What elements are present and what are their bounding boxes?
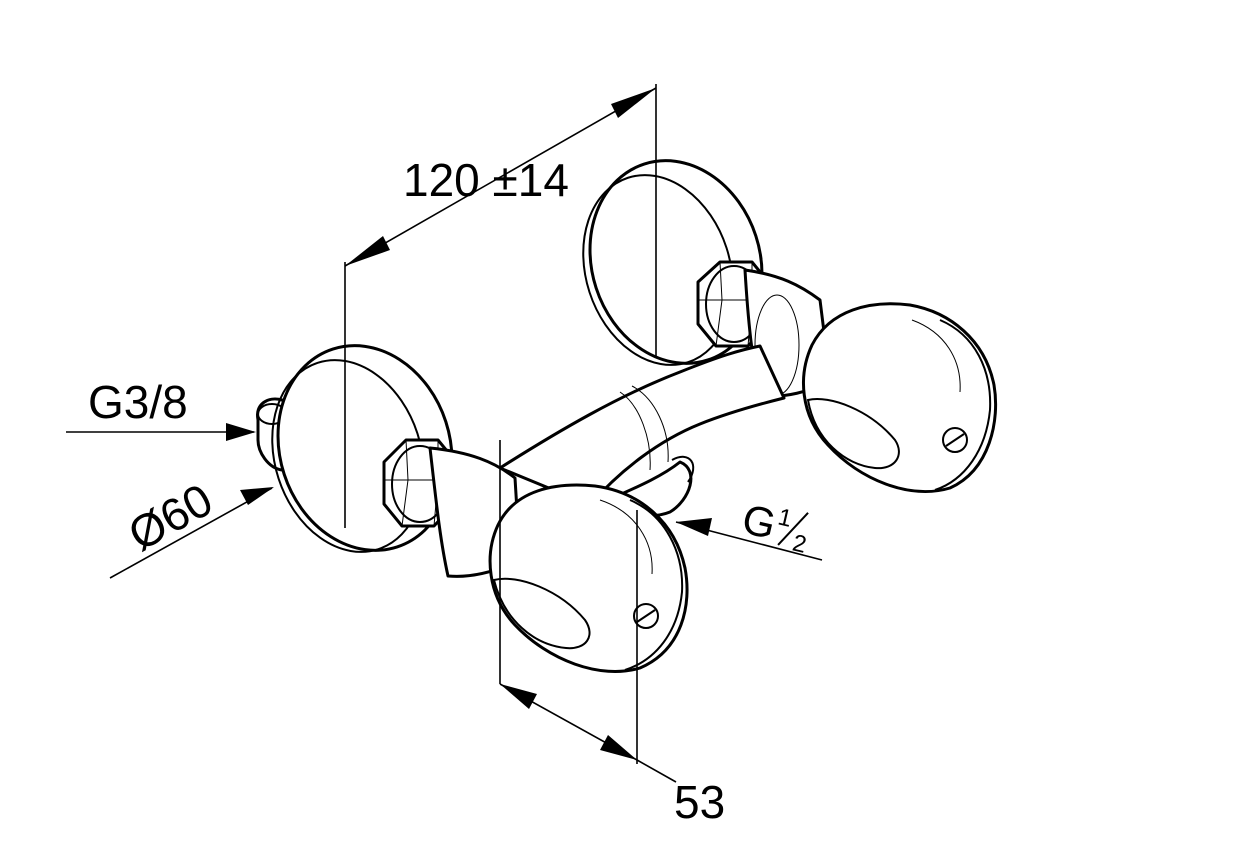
arrow-53-right xyxy=(600,735,637,760)
arrow-g38 xyxy=(226,423,256,441)
label-center-distance: 120 ±14 xyxy=(403,154,569,206)
dim-line-120 xyxy=(344,87,657,267)
arrow-120-left xyxy=(345,236,390,266)
label-inlet-thread: G3/8 xyxy=(88,376,188,428)
left-screw xyxy=(633,603,659,629)
label-rosette-diameter: Ø60 xyxy=(120,473,221,561)
dim-depth: 53 xyxy=(499,440,725,828)
left-valve xyxy=(256,344,689,673)
dim-inlet-thread: G3/8 xyxy=(66,376,256,441)
dim-center-distance: 120 ±14 xyxy=(344,84,657,528)
label-outlet-thread-prefix: G xyxy=(738,495,780,548)
label-outlet-thread-num: 1 xyxy=(775,504,794,533)
right-handle xyxy=(802,302,998,493)
arrow-d60 xyxy=(240,487,274,505)
leader-d60 xyxy=(109,487,273,579)
right-screw xyxy=(942,427,968,453)
label-depth: 53 xyxy=(674,776,725,828)
arrow-g12 xyxy=(676,518,712,536)
dim-outlet-thread: G 1 2 xyxy=(675,495,823,561)
arrow-120-right xyxy=(611,88,656,118)
leader-53 xyxy=(636,759,677,783)
label-outlet-thread: G 1 2 xyxy=(738,495,809,559)
arrow-53-left xyxy=(500,684,537,709)
label-outlet-thread-den: 2 xyxy=(790,530,809,559)
dim-rosette-diameter: Ø60 xyxy=(109,473,274,579)
